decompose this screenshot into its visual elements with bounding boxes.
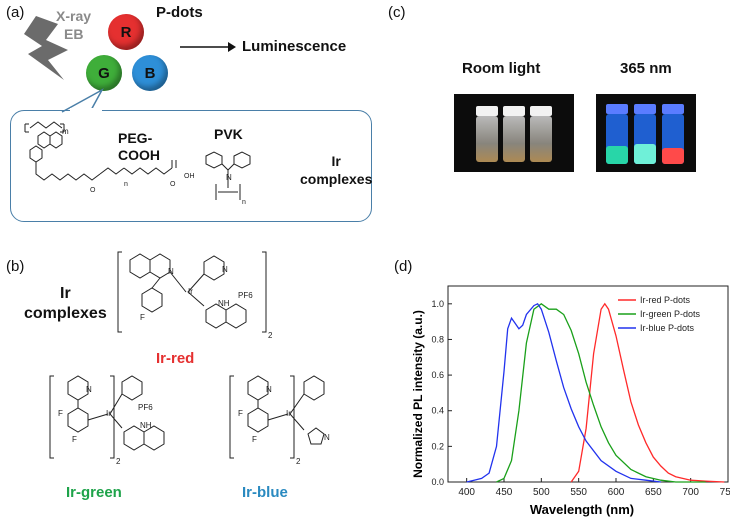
ir-blue-structure: N Ir F F N 2 [229,375,330,466]
svg-text:Ir: Ir [286,409,291,418]
pf6-label-red: PF6 [238,291,253,300]
x-tick-label: 400 [458,487,475,498]
series-line-ir-red-p-dots [570,302,725,483]
red-pdot-ball: R [108,14,144,50]
x-tick-label: 600 [608,487,625,498]
panel-a-label: (a) [6,4,25,21]
polymer-callout-box [10,110,372,222]
svg-text:F: F [238,409,243,418]
svg-text:Ir: Ir [106,409,111,418]
peg-cooh-label: PEG- COOH [118,130,160,163]
series-line-ir-blue-p-dots [466,302,661,483]
svg-text:O: O [90,187,96,194]
callout-pointer [61,88,104,113]
svg-text:F: F [252,435,257,444]
svg-text:n: n [124,181,128,188]
x-tick-label: 650 [645,487,662,498]
ir-red-label: Ir-red [156,350,195,367]
svg-text:O: O [170,181,176,188]
panel-d-label: (d) [394,258,413,275]
eb-label: EB [64,26,84,42]
y-tick-label: 0.2 [431,441,444,451]
svg-text:N: N [226,173,232,182]
room-light-label: Room light [462,60,541,77]
y-tick-label: 0.4 [431,406,444,416]
plot-frame [447,285,729,483]
x-tick-label: 450 [496,487,513,498]
blue-pdot-ball: B [132,55,168,91]
pl-spectrum-chart: 400 450 500 550 600 650 700 750 0.0 0.2 0.4 0.6 0.8 1… [411,285,730,517]
panel-c-label: (c) [388,4,406,21]
svg-text:N: N [222,265,228,274]
xray-label: X-ray [56,8,92,24]
svg-text:F: F [72,435,77,444]
lightning-icon [24,16,68,80]
svg-text:m: m [62,127,69,136]
ir-green-structure: N Ir F F NH PF6 2 [49,375,165,466]
green-pdot-ball: G [86,55,122,91]
legend-label: Ir-red P-dots [640,295,691,305]
svg-text:N: N [266,385,272,394]
x-tick-label: 550 [570,487,587,498]
y-tick-label: 0.0 [431,477,444,487]
y-tick-label: 0.6 [431,370,444,380]
room-light-photo [454,94,574,172]
panel-b-label: (b) [6,258,25,275]
uv-photo [596,94,696,172]
svg-text:n: n [242,199,246,206]
callout-gap [70,108,102,114]
svg-text:Ir: Ir [188,287,193,296]
pdots-label: P-dots [156,4,203,21]
svg-text:2: 2 [296,457,301,466]
uv-365-label: 365 nm [620,60,672,77]
svg-text:N: N [168,267,174,276]
x-tick-label: 500 [533,487,550,498]
legend-label: Ir-blue P-dots [640,323,695,333]
x-axis-label: Wavelength (nm) [530,502,634,517]
pvk-label: PVK [214,126,243,142]
svg-text:N: N [86,385,92,394]
svg-text:NH: NH [218,299,230,308]
pf6-label-green: PF6 [138,403,153,412]
y-tick-label: 1.0 [431,299,444,309]
svg-text:N: N [324,433,330,442]
series-line-ir-green-p-dots [496,302,706,483]
svg-text:2: 2 [268,331,272,340]
svg-text:NH: NH [140,421,152,430]
x-tick-label: 750 [720,487,730,498]
svg-text:F: F [140,313,145,322]
svg-text:F: F [58,409,63,418]
svg-text:2: 2 [116,457,121,466]
ir-complexes-label-a: Ir complexes [300,153,373,187]
y-axis-label: Normalized PL intensity (a.u.) [411,310,425,478]
legend-label: Ir-green P-dots [640,309,701,319]
ir-green-label: Ir-green [66,484,122,501]
svg-text:OH: OH [184,173,195,180]
polymer-structures: m n O O OH N n [24,121,251,206]
x-tick-label: 700 [682,487,699,498]
luminescence-label: Luminescence [242,38,347,55]
ir-complexes-label-b: Ir complexes [24,285,107,322]
arrow-right-icon [180,42,236,52]
ir-blue-label: Ir-blue [242,484,288,501]
y-tick-label: 0.8 [431,334,444,344]
ir-red-structure: N Ir N F NH PF6 2 [117,251,272,340]
